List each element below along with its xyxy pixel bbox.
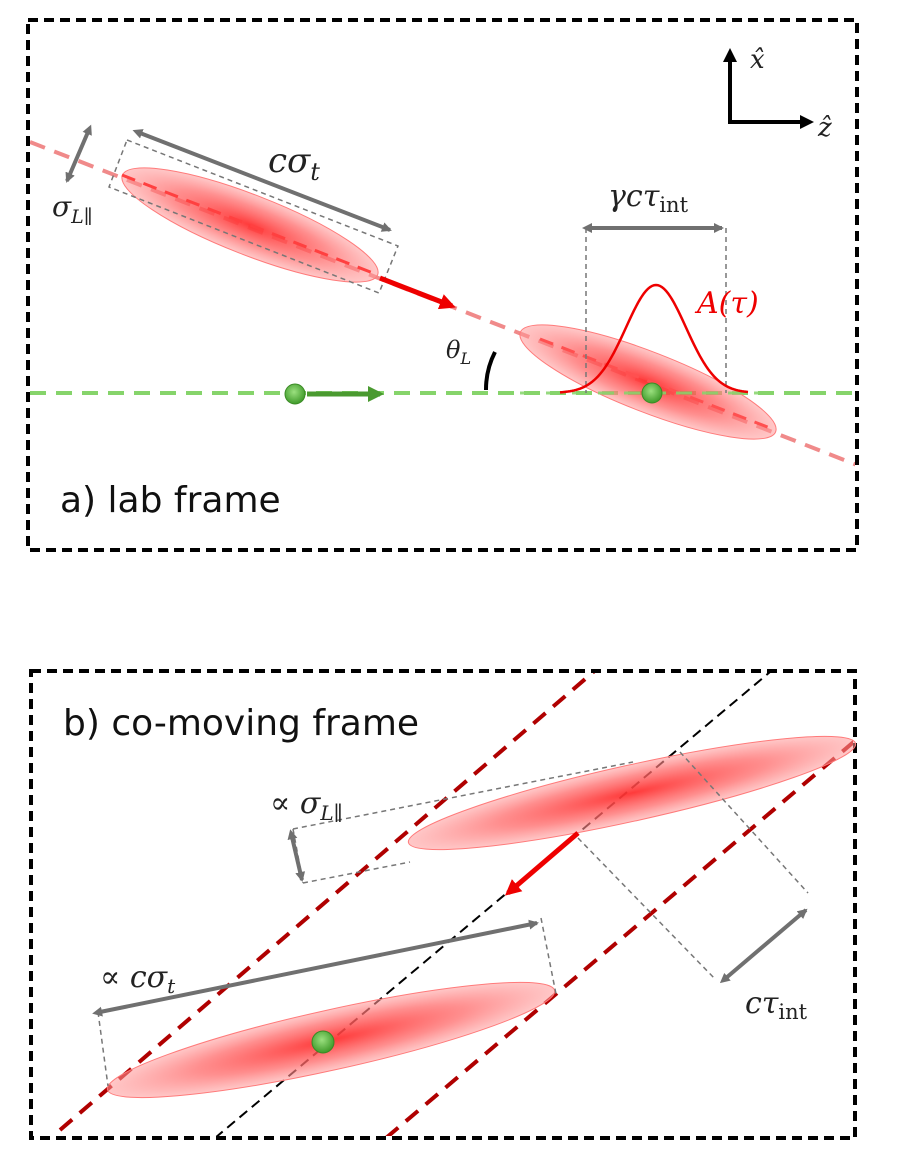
sigma-l-arrow xyxy=(65,124,92,183)
c-sigma-t-label: cσt xyxy=(268,141,320,186)
panel-a-title: a) lab frame xyxy=(60,480,281,521)
upper-guide-top xyxy=(292,761,634,830)
c-tau-int-arrow xyxy=(719,908,808,984)
x-axis-label: x̂ xyxy=(750,45,765,75)
lower-guide-left xyxy=(97,1011,109,1087)
panel-b-title: b) co-moving frame xyxy=(63,703,419,744)
sigma-l-label: σL∥ xyxy=(52,190,93,228)
prop-c-sigma-t-arrow xyxy=(92,919,539,1017)
prop-sigma-l-label: ∝ σL∥ xyxy=(270,786,343,825)
electron-dot-b xyxy=(311,1030,335,1054)
electron-dot xyxy=(284,383,306,405)
panel-a: x̂ ẑ cσt σL∥ γcτint A(τ) θL a) lab frame xyxy=(26,18,859,552)
prop-sigma-l-arrow xyxy=(287,829,306,882)
lower-guide-right xyxy=(540,917,557,995)
laser-direction-arrow xyxy=(379,275,456,310)
pulse-envelope-label: A(τ) xyxy=(694,286,759,321)
tau-guide-1 xyxy=(679,751,809,894)
prop-c-sigma-t-label: ∝ cσt xyxy=(100,960,176,998)
envelope-curve xyxy=(559,283,749,394)
gamma-c-tau-label: γcτint xyxy=(608,179,689,217)
laser-direction-arrow-b xyxy=(504,831,580,896)
panel-b-frame xyxy=(29,669,857,1140)
panel-a-frame xyxy=(26,18,859,552)
c-tau-int-label: cτint xyxy=(745,986,808,1024)
upper-guide-bottom xyxy=(302,861,411,884)
tau-guide-2 xyxy=(577,837,717,981)
wavefront-line-left xyxy=(58,673,596,1132)
electron-dot-interaction xyxy=(641,382,663,404)
c-sigma-t-arrow xyxy=(132,129,392,232)
laser-pulse-initial xyxy=(121,167,379,283)
laser-pulse-upper xyxy=(407,735,857,851)
z-axis-label: ẑ xyxy=(817,113,832,143)
theta-l-label: θL xyxy=(446,336,471,368)
theta-arc xyxy=(483,351,497,391)
panel-b: b) co-moving frame ∝ σL∥ ∝ cσt cτint xyxy=(29,669,857,1140)
